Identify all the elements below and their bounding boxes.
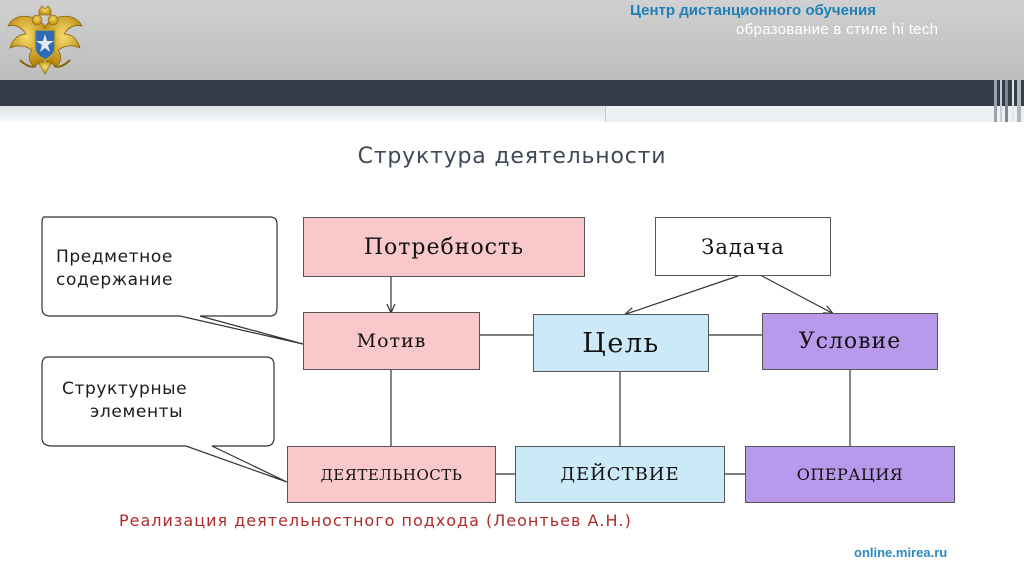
callout-structural-elements-text: Структурные элементы [62, 378, 187, 424]
decorative-stripes [994, 80, 1021, 122]
callout-subject-content-text: Предметное содержание [56, 246, 173, 292]
node-action: ДЕЙСТВИЕ [515, 446, 725, 503]
brand-title: Центр дистанционного обучения [630, 2, 876, 19]
footer-link[interactable]: online.mirea.ru [854, 545, 948, 560]
node-need: Потребность [303, 217, 585, 277]
callout-bubble-structural-elements [41, 356, 288, 483]
brand-subtitle: образование в стиле hi tech [736, 21, 939, 38]
header-divider-notch [605, 106, 1024, 122]
header-divider-band [0, 80, 1024, 106]
double-headed-eagle-emblem-icon [7, 5, 83, 75]
callout-subject-content-line-1: Предметное [56, 247, 173, 267]
callout-structural-elements-line-2: элементы [90, 402, 184, 422]
callout-bubble-subject-content [41, 216, 304, 345]
node-condition: Условие [762, 313, 938, 370]
node-operation: ОПЕРАЦИЯ [745, 446, 955, 503]
node-task: Задача [655, 217, 831, 276]
edge-task-condition [761, 275, 832, 313]
header-bar [0, 0, 1024, 82]
node-goal: Цель [533, 314, 709, 372]
edge-task-goal [626, 275, 739, 314]
callout-structural-elements-line-1: Структурные [62, 379, 188, 399]
diagram-caption: Реализация деятельностного подхода (Леон… [119, 511, 632, 530]
node-motive: Мотив [303, 312, 480, 370]
node-activity: ДЕЯТЕЛЬНОСТЬ [287, 446, 496, 503]
callout-subject-content-line-2: содержание [56, 270, 174, 290]
slide-title: Структура деятельности [357, 144, 667, 169]
